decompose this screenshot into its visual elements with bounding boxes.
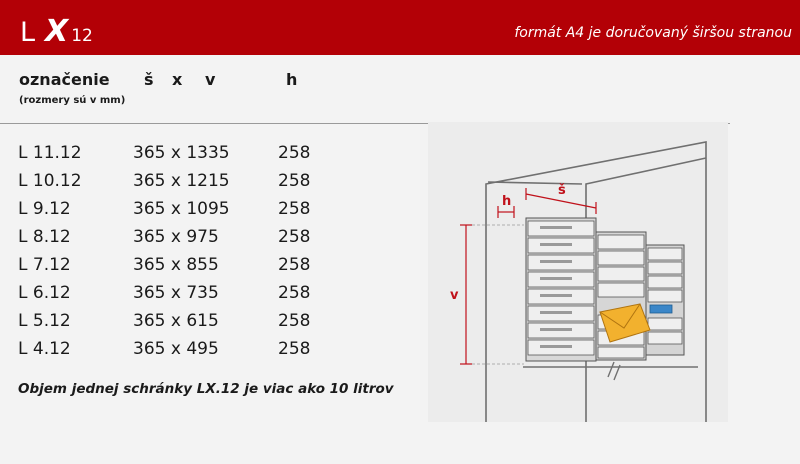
row-depth: 258: [278, 255, 311, 275]
table-row: L 5.12 365 x 615 258: [0, 311, 340, 339]
row-size: 365 x 1335: [133, 143, 230, 163]
header-divider: [0, 123, 730, 124]
column-header-height: v: [205, 70, 216, 89]
nameplate: [649, 304, 673, 314]
row-size: 365 x 495: [133, 339, 219, 359]
row-code: L 9.12: [18, 199, 71, 219]
header-bar: L X 12 formát A4 je doručovaný širšou st…: [0, 0, 800, 55]
mailbox-block-right: [645, 244, 685, 356]
brand-prefix: L: [20, 17, 36, 48]
brand-x: X: [45, 14, 69, 49]
row-size: 365 x 1095: [133, 199, 230, 219]
row-depth: 258: [278, 199, 311, 219]
table-row: L 10.12 365 x 1215 258: [0, 171, 340, 199]
row-code: L 10.12: [18, 171, 82, 191]
row-size: 365 x 735: [133, 283, 219, 303]
row-code: L 11.12: [18, 143, 82, 163]
row-code: L 5.12: [18, 311, 71, 331]
header-tagline: formát A4 je doručovaný širšou stranou: [514, 25, 792, 41]
dimension-label-h: h: [502, 194, 511, 209]
brand-logo: L X 12: [20, 14, 93, 49]
row-code: L 8.12: [18, 227, 71, 247]
table-row: L 6.12 365 x 735 258: [0, 283, 340, 311]
column-header-depth: h: [286, 70, 298, 89]
row-depth: 258: [278, 227, 311, 247]
brand-number: 12: [71, 26, 93, 46]
table-row: L 7.12 365 x 855 258: [0, 255, 340, 283]
row-size: 365 x 1215: [133, 171, 230, 191]
table-row: L 11.12 365 x 1335 258: [0, 143, 340, 171]
table-row: L 4.12 365 x 495 258: [0, 339, 340, 367]
row-depth: 258: [278, 143, 311, 163]
dimension-lines: [460, 188, 597, 365]
row-size: 365 x 975: [133, 227, 219, 247]
row-code: L 4.12: [18, 339, 71, 359]
row-code: L 6.12: [18, 283, 71, 303]
mailbox-illustration: h š v: [428, 122, 728, 422]
row-depth: 258: [278, 339, 311, 359]
table-row: L 9.12 365 x 1095 258: [0, 199, 340, 227]
row-depth: 258: [278, 283, 311, 303]
row-size: 365 x 855: [133, 255, 219, 275]
volume-note: Objem jednej schránky LX.12 je viac ako …: [18, 381, 394, 397]
row-code: L 7.12: [18, 255, 71, 275]
table-row: L 8.12 365 x 975 258: [0, 227, 340, 255]
column-header-times: x: [172, 70, 183, 89]
mailbox-block-left: [525, 217, 597, 362]
mailbox-block-middle: [595, 231, 647, 361]
floor-lines: [523, 361, 698, 381]
envelope-icon: [599, 303, 651, 343]
dimension-label-s: š: [558, 183, 566, 198]
column-header-label: označenie: [19, 70, 110, 89]
unit-note: (rozmery sú v mm): [19, 95, 126, 106]
dimension-label-v: v: [450, 288, 459, 303]
extension-lines: [472, 224, 524, 365]
row-depth: 258: [278, 171, 311, 191]
column-header-width: š: [144, 70, 154, 89]
row-depth: 258: [278, 311, 311, 331]
row-size: 365 x 615: [133, 311, 219, 331]
